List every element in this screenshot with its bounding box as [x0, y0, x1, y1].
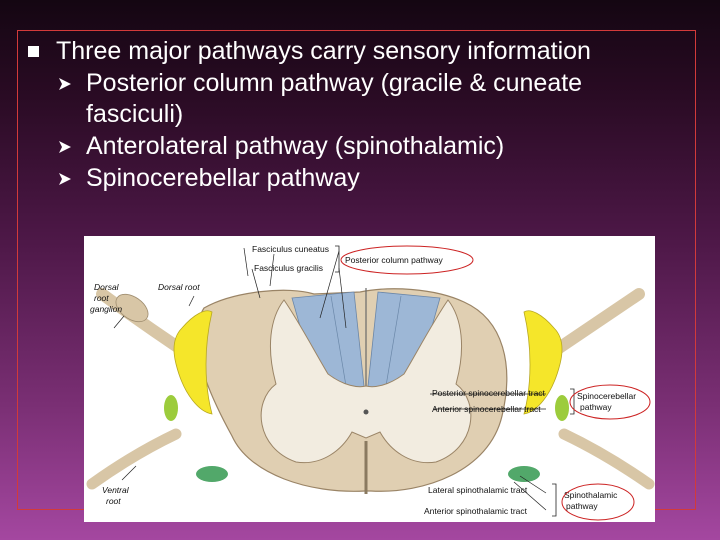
fasciculus-gracilis-label: Fasciculus gracilis	[254, 263, 323, 273]
right-dorsal-root-nerve	[553, 288, 645, 354]
sub-bullet-text: Spinocerebellar pathway	[86, 164, 360, 192]
right-anterior-spinocerebellar-tract	[555, 395, 569, 421]
left-spinocerebellar-tract	[173, 310, 213, 415]
spinocerebellar-pathway-label: pathway	[580, 402, 612, 412]
right-spinothalamic-tract	[508, 466, 540, 482]
posterior-spinocerebellar-tract-label: Posterior spinocerebellar tract	[432, 388, 546, 398]
right-spinocerebellar-tract	[523, 310, 563, 415]
spinothalamic-pathway-label: Spinothalamic	[564, 490, 618, 500]
bullet-list: Three major pathways carry sensory infor…	[24, 36, 684, 194]
square-bullet-icon	[28, 46, 39, 57]
arrow-bullet-icon	[59, 78, 71, 90]
spinothalamic-highlight-circle	[561, 483, 635, 521]
spinal-cord-cross-section: Fasciculus cuneatus Fasciculus gracilis …	[86, 244, 655, 521]
fasciculus-cuneatus-label: Fasciculus cuneatus	[252, 244, 329, 254]
gray-matter	[260, 299, 472, 464]
left-anterior-spinocerebellar-tract	[164, 395, 178, 421]
dorsal-root-label: Dorsal root	[158, 282, 200, 292]
lateral-spinothalamic-tract-label: Lateral spinothalamic tract	[428, 485, 528, 495]
left-dorsal-root-ganglion	[115, 293, 149, 323]
spinal-cord-diagram: Fasciculus cuneatus Fasciculus gracilis …	[84, 236, 655, 522]
spinocerebellar-highlight-circle	[569, 384, 651, 420]
central-canal	[363, 409, 369, 415]
posterior-column-pathway-label: Posterior column pathway	[345, 255, 444, 265]
main-bullet: Three major pathways carry sensory infor…	[24, 36, 684, 67]
anterior-spinocerebellar-tract-label: Anterior spinocerebellar tract	[432, 404, 541, 414]
posterior-column-highlight-circle	[340, 245, 474, 275]
right-ventral-root-nerve	[558, 428, 655, 490]
left-spinothalamic-tract	[196, 466, 228, 482]
sub-bullet-spinocerebellar: Spinocerebellar pathway	[24, 163, 684, 194]
left-intermediate-septum	[330, 295, 347, 387]
sub-bullet-posterior-column: Posterior column pathway (gracile & cune…	[24, 68, 684, 130]
arrow-bullet-icon	[59, 141, 71, 153]
left-ventral-root-nerve	[86, 428, 182, 490]
dorsal-root-ganglion-label: root	[94, 293, 109, 303]
sub-bullet-anterolateral: Anterolateral pathway (spinothalamic)	[24, 131, 684, 162]
anterior-spinothalamic-tract-label: Anterior spinothalamic tract	[424, 506, 528, 516]
ventral-root-label: root	[106, 496, 121, 506]
dorsal-root-ganglion-label: Dorsal	[94, 282, 120, 292]
ventral-root-label: Ventral	[102, 485, 130, 495]
dorsal-root-ganglion-label: ganglion	[90, 304, 122, 314]
sub-bullet-text: Anterolateral pathway (spinothalamic)	[86, 132, 505, 160]
spinothalamic-pathway-label: pathway	[566, 501, 598, 511]
sub-bullet-text: Posterior column pathway (gracile & cune…	[86, 69, 583, 128]
right-intermediate-septum	[385, 295, 402, 387]
main-bullet-text: Three major pathways carry sensory infor…	[56, 37, 591, 65]
arrow-bullet-icon	[59, 173, 71, 185]
spinocerebellar-pathway-label: Spinocerebellar	[577, 391, 636, 401]
